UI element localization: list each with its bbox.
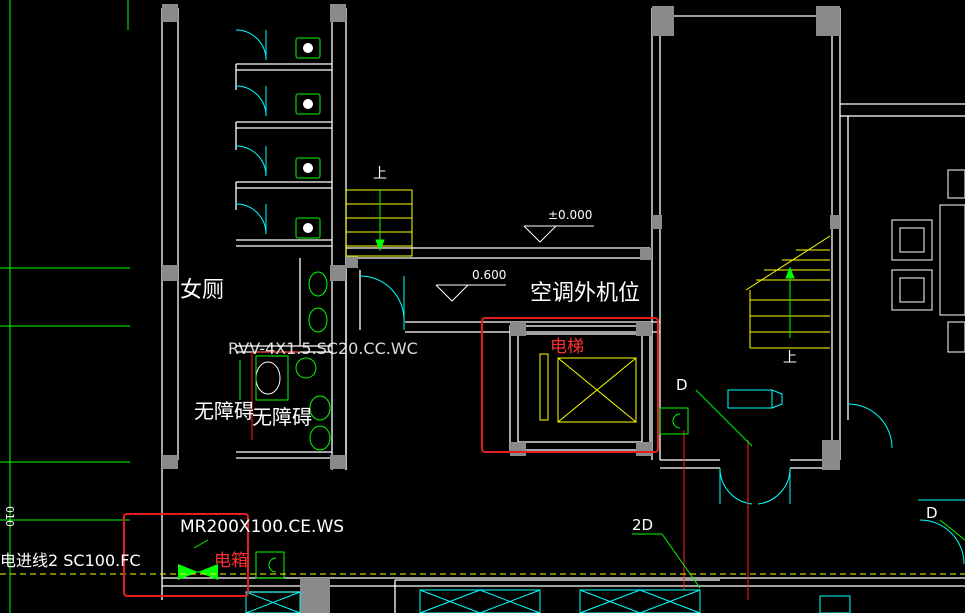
grid-lines: [0, 0, 130, 613]
elevator-highlight-box: [481, 317, 659, 453]
d-label-1: D: [676, 376, 688, 394]
distribution-box-highlight: [123, 513, 249, 597]
stair-arrows: [375, 190, 795, 338]
left-vertical-label: 010: [3, 506, 16, 527]
electrical-symbols: [255, 389, 783, 579]
ac-unit-label: 空调外机位: [530, 281, 640, 306]
elevator-label: 电梯: [550, 337, 584, 357]
elevation-zero-label: ±0.000: [548, 208, 592, 222]
cable-mr-label: MR200X100.CE.WS: [180, 517, 344, 537]
accessible-toilet-label-1: 无障碍: [194, 399, 254, 423]
distribution-box-label: 电箱: [214, 551, 248, 571]
fixtures: [239, 37, 331, 451]
walls: [161, 8, 965, 613]
bottom-strip: [245, 589, 851, 613]
cable-rvv-label: RVV-4X1.5.SC20.CC.WC: [228, 339, 418, 358]
stair-up-label-right: 上: [783, 350, 797, 366]
2d-label: 2D: [632, 516, 653, 534]
elevation-600-label: 0.600: [472, 268, 506, 282]
leader-lines: [193, 389, 965, 589]
doors: [235, 29, 965, 565]
stair-up-label-left: 上: [373, 166, 387, 182]
stairs: [345, 189, 831, 423]
accessible-toilet-label-2: 无障碍: [252, 405, 312, 429]
furniture: [891, 169, 965, 353]
wiring: [251, 351, 749, 600]
distribution-box-symbol: [178, 564, 218, 580]
incoming-cable-label: 电进线2 SC100.FC: [0, 551, 141, 570]
elevation-markers: [435, 225, 594, 302]
columns: [162, 4, 840, 613]
womens-toilet-label: 女厕: [180, 278, 224, 303]
d-label-2: D: [926, 504, 938, 522]
